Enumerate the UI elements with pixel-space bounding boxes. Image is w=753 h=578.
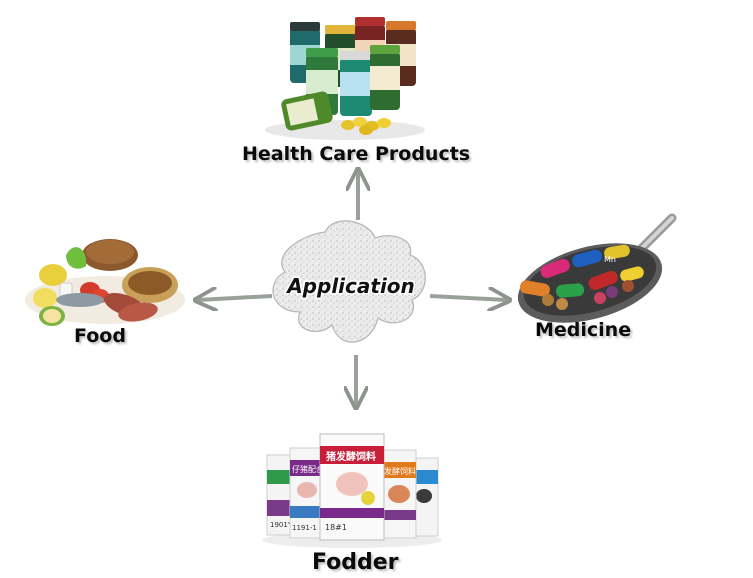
- bag-code-center: 18#1: [325, 523, 347, 532]
- health-care-products-label: Health Care Products: [242, 143, 471, 165]
- center-label: Application: [285, 274, 415, 298]
- bag-label-left: 仔猪配合: [292, 464, 324, 474]
- center-blob-shape: [272, 220, 426, 343]
- fodder-label: Fodder: [312, 550, 399, 575]
- medicine-image: Mn: [517, 213, 677, 323]
- food-label: Food: [74, 325, 126, 347]
- medicine-label: Medicine: [535, 319, 632, 341]
- arrow-to-medicine: [429, 296, 507, 300]
- bag-code-mid-left: 1191-1: [292, 524, 317, 532]
- arrows: [198, 172, 507, 405]
- bag-code-left: 1901Y: [270, 521, 293, 529]
- arrow-to-food: [198, 296, 273, 300]
- bag-label-center: 猪发酵饲料: [325, 450, 376, 463]
- center-node: Application: [272, 220, 426, 343]
- health-care-products-image: [265, 17, 425, 140]
- food-image: [25, 239, 185, 326]
- bag-label-right: 发酵饲料: [384, 466, 416, 476]
- fodder-image: 1901Y 仔猪配合 1191-1 发酵饲料 猪发酵饲料 18#1: [262, 433, 442, 548]
- capsule-label: Mn: [604, 255, 616, 264]
